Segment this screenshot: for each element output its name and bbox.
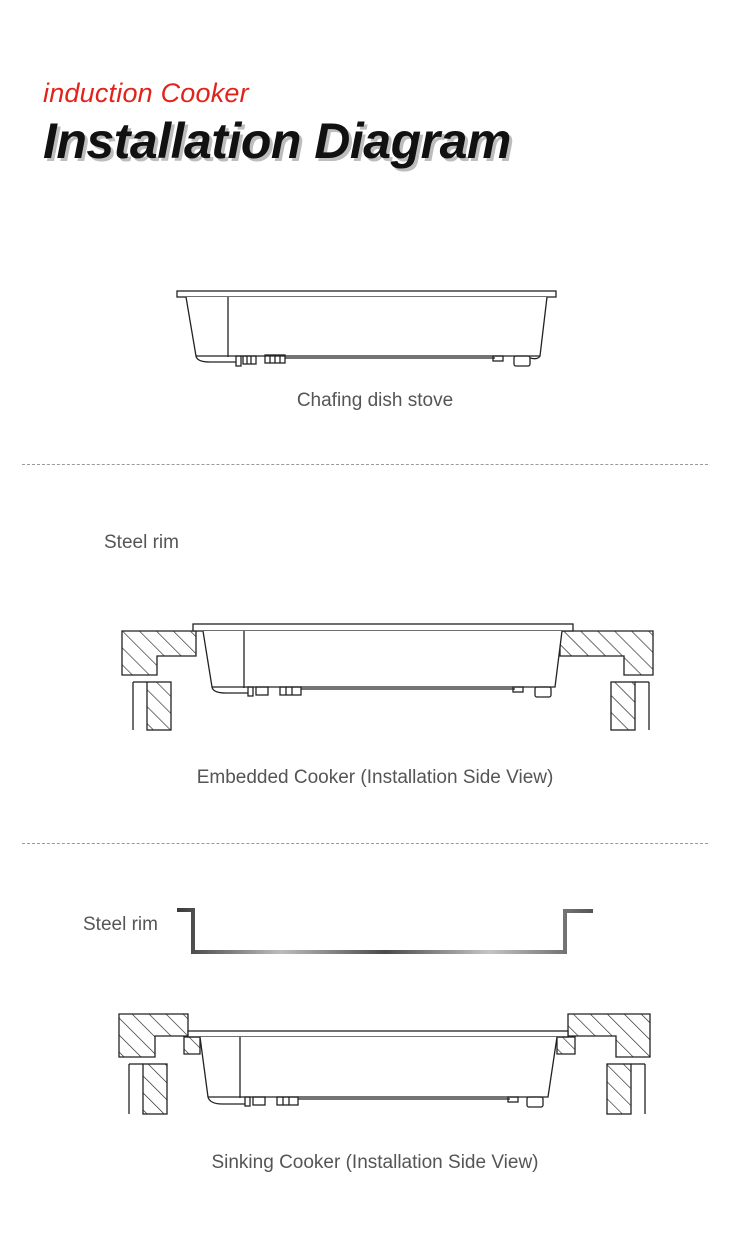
embedded-cooker-figure — [121, 623, 654, 731]
chafing-dish-caption: Chafing dish stove — [296, 390, 454, 411]
section-divider — [22, 464, 708, 465]
embedded-cooker-caption: Embedded Cooker (Installation Side View) — [196, 767, 554, 788]
sinking-cooker-figure — [118, 1013, 651, 1115]
steel-rim-label: Steel rim — [83, 914, 158, 935]
diagram-title: Installation Diagram — [43, 113, 511, 169]
chafing-dish-stove-figure — [176, 290, 557, 367]
steel-rim-bracket — [177, 908, 593, 954]
sinking-cooker-caption: Sinking Cooker (Installation Side View) — [211, 1152, 539, 1173]
diagram-subtitle: induction Cooker — [43, 78, 249, 108]
steel-rim-label: Steel rim — [104, 532, 179, 553]
section-divider — [22, 843, 708, 844]
